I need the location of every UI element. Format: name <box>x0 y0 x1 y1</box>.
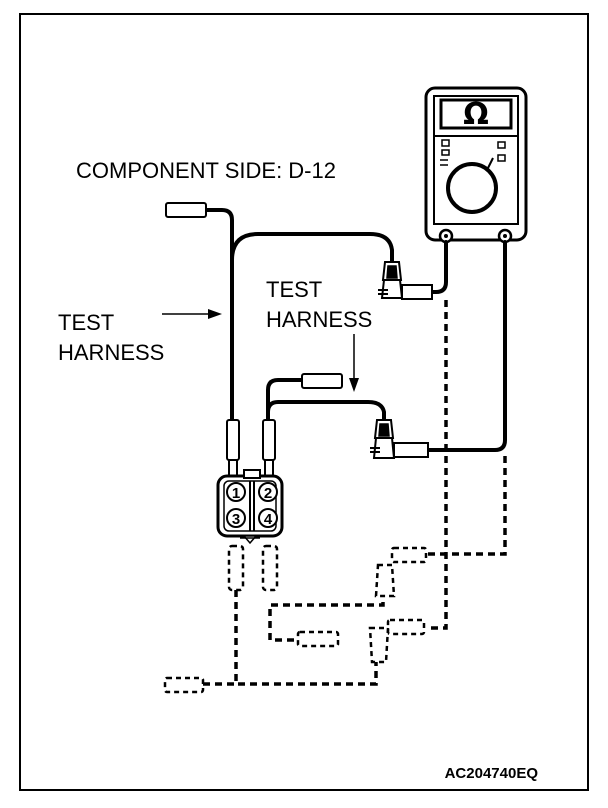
connector-pin-4-circle <box>258 508 278 528</box>
test-harness-plug-left <box>165 202 207 218</box>
test-probe-pin-1 <box>226 419 240 461</box>
test-harness-wire-left <box>204 208 234 422</box>
test-harness-wire-right <box>266 378 304 422</box>
connector-pin-3-label: 3 <box>232 511 240 528</box>
ohm-symbol: Ω <box>463 97 489 132</box>
connector-pin-1-label: 1 <box>232 485 240 502</box>
connector-pin-1-circle <box>226 482 246 502</box>
test-harness-wire-loop-left <box>230 232 394 264</box>
component-side-label: COMPONENT SIDE: D-12 <box>76 158 336 183</box>
test-harness-label-right-line1: TEST <box>266 277 322 302</box>
arrow-to-right-harness <box>349 334 359 392</box>
alligator-clip-lower <box>370 419 429 459</box>
alligator-clip-upper <box>378 261 433 300</box>
meter-lead-left <box>430 240 448 294</box>
figure-code: AC204740EQ <box>445 765 539 782</box>
connector-pin-3-circle <box>226 508 246 528</box>
test-harness-plug-right <box>301 373 343 389</box>
arrow-to-left-harness <box>162 309 222 319</box>
test-harness-label-right-line2: HARNESS <box>266 307 372 332</box>
connector-pin-4-label: 4 <box>264 511 273 528</box>
test-harness-label-left-line1: TEST <box>58 310 114 335</box>
test-harness-label-left-line2: HARNESS <box>58 340 164 365</box>
alternate-connection-routing <box>163 300 507 694</box>
test-harness-wire-loop-right <box>266 400 386 422</box>
multimeter: Ω <box>424 86 528 244</box>
connector-d12 <box>216 469 284 545</box>
meter-lead-right <box>426 240 507 452</box>
figure-border <box>19 13 589 791</box>
connector-pin-2-circle <box>258 482 278 502</box>
test-probe-pin-2 <box>262 419 276 461</box>
connector-pin-2-label: 2 <box>264 485 272 502</box>
rotary-selector-dial[interactable] <box>446 162 498 214</box>
meter-display <box>439 98 513 130</box>
